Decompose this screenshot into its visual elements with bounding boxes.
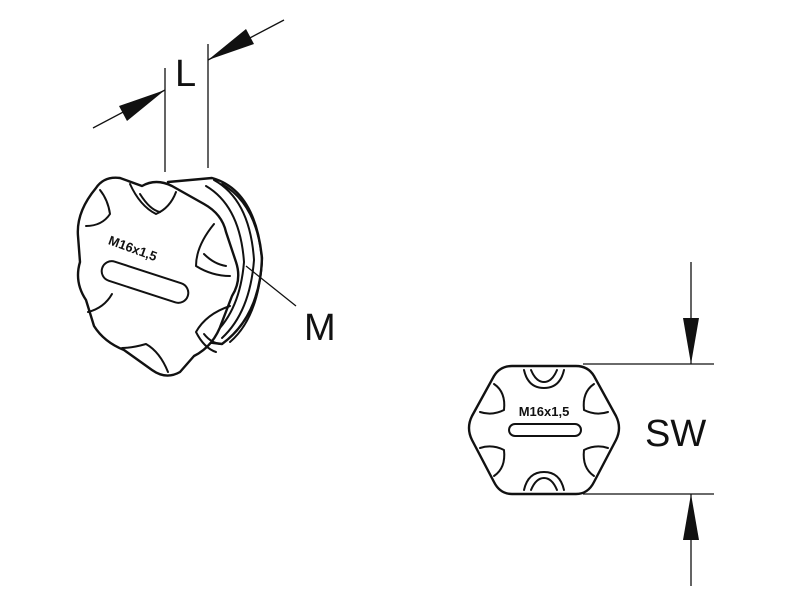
notch-top-inner <box>139 193 161 213</box>
marking-front: M16x1,5 <box>519 404 570 419</box>
notch-right <box>195 223 231 277</box>
plug-head-front: M16x1,5 <box>467 364 621 496</box>
notch-top <box>129 183 177 215</box>
notch-front-bottom <box>523 471 565 491</box>
dimension-sw: SW <box>583 262 714 586</box>
notch-front-top-right <box>582 383 609 415</box>
thread-ridge-2 <box>221 183 263 343</box>
notch-front-top-left <box>479 383 506 415</box>
hex-outline <box>467 364 621 496</box>
notch-bottom-right <box>195 305 231 353</box>
notch-right-inner <box>203 253 227 267</box>
front-view: SW M16x1,5 <box>467 262 714 586</box>
leader-line-m <box>245 265 297 307</box>
slot-isometric <box>100 260 190 304</box>
dimension-l: L <box>92 19 285 172</box>
isometric-view: L M M16x1,5 <box>76 19 336 377</box>
label-l: L <box>175 53 196 95</box>
label-m: M <box>304 307 336 349</box>
arrow-bottom <box>683 494 699 540</box>
thread-ridge-1 <box>213 179 255 339</box>
notch-front-bottom-left <box>479 445 506 477</box>
notch-bottom <box>121 343 169 373</box>
notch-bottom-right-inner <box>203 333 223 345</box>
plug-head-isometric: M16x1,5 <box>76 176 240 377</box>
notch-left <box>87 293 113 313</box>
arrow-right <box>208 29 254 60</box>
label-sw: SW <box>645 413 706 455</box>
arrow-left <box>119 90 165 121</box>
notch-front-bottom-inner <box>530 477 558 491</box>
notch-top-left <box>85 189 111 227</box>
arrow-top <box>683 318 699 364</box>
notch-front-top <box>523 369 565 389</box>
notch-front-top-inner <box>530 369 558 383</box>
thread-ridge-3 <box>205 185 245 335</box>
slot-front <box>508 423 582 437</box>
notch-front-bottom-right <box>582 445 609 477</box>
